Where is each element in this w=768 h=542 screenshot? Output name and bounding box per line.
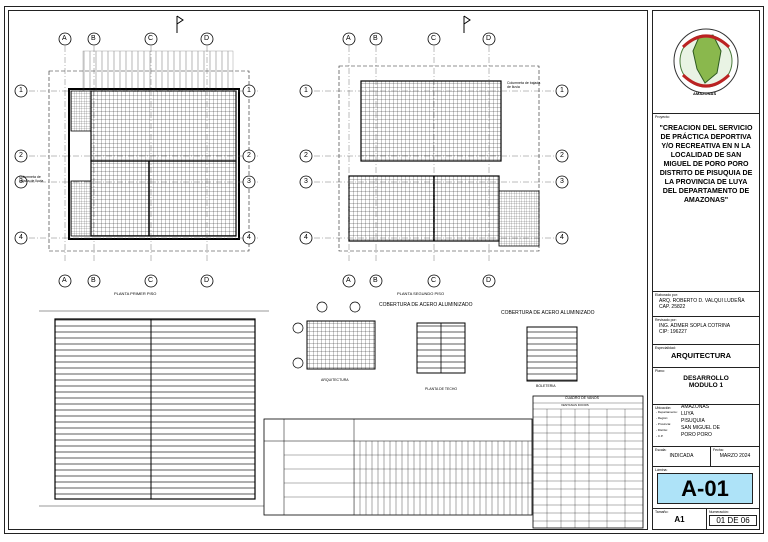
detail-title: PLANTA DE TECHO xyxy=(425,387,458,391)
caption: Fecha: xyxy=(713,448,724,452)
axis-label: 4 xyxy=(19,234,23,241)
axis-label: C xyxy=(431,277,437,284)
axis-label: 2 xyxy=(560,152,564,159)
axis-label: A xyxy=(346,277,351,284)
axis-label: A xyxy=(62,277,67,284)
north-arrow-icon xyxy=(176,15,471,33)
plan-title: PLANTA SEGUNDO PISO xyxy=(397,291,445,296)
author-name: ARQ. ROBERTO D. VALQUI LUDEÑA xyxy=(659,298,745,304)
axis-label: 4 xyxy=(304,234,308,241)
table-title: CUADRO DE VANOS xyxy=(565,396,599,400)
axis-label: 3 xyxy=(304,178,308,185)
sheet-size: A1 xyxy=(674,515,685,524)
axis-label: B xyxy=(373,35,378,42)
reviewer-cip: CIP: 196227 xyxy=(659,329,687,335)
axis-label: D xyxy=(486,35,492,42)
amazonas-seal-logo xyxy=(673,28,739,94)
detail-title: BOLETERIA xyxy=(536,384,556,388)
caption: Numeración: xyxy=(709,510,729,514)
caption: Especialidad: xyxy=(655,346,676,350)
axis-label: C xyxy=(431,35,437,42)
axis-label: B xyxy=(373,277,378,284)
specialty: ARQUITECTURA xyxy=(671,351,731,360)
title-block: AMAZONAS Proyecto: "CREACION DEL SERVICI… xyxy=(652,10,760,530)
plans-svg xyxy=(14,15,644,529)
proyecto-cell: Proyecto: "CREACION DEL SERVICIO DE PRÁC… xyxy=(653,114,759,292)
detail-title: COBERTURA DE ACERO ALUMINIZADO xyxy=(501,310,595,316)
especialidad-cell: Especialidad: ARQUITECTURA xyxy=(653,345,759,368)
caption: Escala: xyxy=(655,448,667,452)
cuadro-acabados xyxy=(263,418,533,516)
elaborado-cell: Elaborado por: ARQ. ROBERTO D. VALQUI LU… xyxy=(653,292,759,317)
detail-title: ARQUITECTURA xyxy=(321,378,349,382)
plan-name-line1: DESARROLLO xyxy=(683,375,729,382)
axis-label: D xyxy=(486,277,492,284)
axis-label: 3 xyxy=(19,178,23,185)
caption: Lámina: xyxy=(655,468,668,472)
cobertura-large xyxy=(39,310,269,507)
caption: Elaborado por: xyxy=(655,293,678,297)
axis-label: B xyxy=(91,35,96,42)
axis-label: A xyxy=(346,35,351,42)
lamina-cell: Lámina: A-01 xyxy=(653,467,759,509)
axis-label: B xyxy=(91,277,96,284)
axis-label: 1 xyxy=(304,87,308,94)
sheet-number: A-01 xyxy=(657,473,753,504)
axis-label: 3 xyxy=(560,178,564,185)
caption: Ubicación: xyxy=(655,406,672,410)
tamano-cell: Tamaño: A1 Numeración: 01 DE 06 xyxy=(653,509,759,529)
cuadro-vanos xyxy=(532,395,644,529)
axis-label: D xyxy=(204,277,210,284)
caption: Tamaño: xyxy=(655,510,669,514)
ubicacion-cell: Ubicación: - Departamento: - Región: - P… xyxy=(653,404,759,447)
plan-title: PLANTA PRIMER PISO xyxy=(114,291,157,296)
drawing-sheet xyxy=(4,6,764,534)
location-values: AMAZONAS LUYA PISUQUIA SAN MIGUEL DE POR… xyxy=(681,404,720,438)
axis-label: 1 xyxy=(560,87,564,94)
author-cap: CAP. 25822 xyxy=(659,304,686,310)
project-title: "CREACION DEL SERVICIO DE PRÁCTICA DEPOR… xyxy=(659,124,753,204)
note: Columneta de bajada de lluvia xyxy=(19,175,44,183)
axis-label: 4 xyxy=(560,234,564,241)
labels-layer: A B C D A B C D 1 2 3 4 1 2 3 4 A B C D … xyxy=(9,11,647,529)
date: MARZO 2024 xyxy=(719,453,751,459)
axis-label: 4 xyxy=(247,234,251,241)
axis-label: 1 xyxy=(19,87,23,94)
caption: Plano: xyxy=(655,369,665,373)
scale: INDICADA xyxy=(669,453,694,459)
plan-segundo-piso xyxy=(314,46,554,261)
drawing-area: A B C D A B C D 1 2 3 4 1 2 3 4 A B C D … xyxy=(8,10,648,530)
note: Columneta de bajada de lluvia xyxy=(507,81,541,89)
sheet-count: 01 DE 06 xyxy=(709,515,757,526)
revisado-cell: Revisado por: ING. ADMER SOPLA COTRINA C… xyxy=(653,317,759,345)
detail-title: COBERTURA DE ACERO ALUMINIZADO xyxy=(379,302,473,308)
axis-label: D xyxy=(204,35,210,42)
reviewer-name: ING. ADMER SOPLA COTRINA xyxy=(659,323,731,329)
axis-label: 1 xyxy=(247,87,251,94)
axis-label: 3 xyxy=(247,178,251,185)
table-subtitle: VENTANAS DOORS xyxy=(561,403,589,407)
detalle-columna xyxy=(292,301,376,370)
axis-label: 2 xyxy=(19,152,23,159)
axis-label: C xyxy=(148,35,154,42)
cobertura-details xyxy=(416,322,578,382)
caption: Proyecto: xyxy=(655,115,670,119)
logo-cell: AMAZONAS xyxy=(653,11,759,114)
escala-fecha-cell: Escala: INDICADA Fecha: MARZO 2024 xyxy=(653,447,759,467)
axis-label: 2 xyxy=(304,152,308,159)
axis-label: 2 xyxy=(247,152,251,159)
axis-label: C xyxy=(148,277,154,284)
axis-label: A xyxy=(62,35,67,42)
plano-cell: Plano: DESARROLLO MODULO 1 xyxy=(653,368,759,405)
caption: Revisado por: xyxy=(655,318,677,322)
plan-primer-piso xyxy=(29,46,259,261)
logo-text: AMAZONAS xyxy=(693,91,717,96)
location-keys: - Departamento: - Región: - Provincia: -… xyxy=(656,410,678,438)
plan-name-line2: MODULO 1 xyxy=(688,382,724,389)
